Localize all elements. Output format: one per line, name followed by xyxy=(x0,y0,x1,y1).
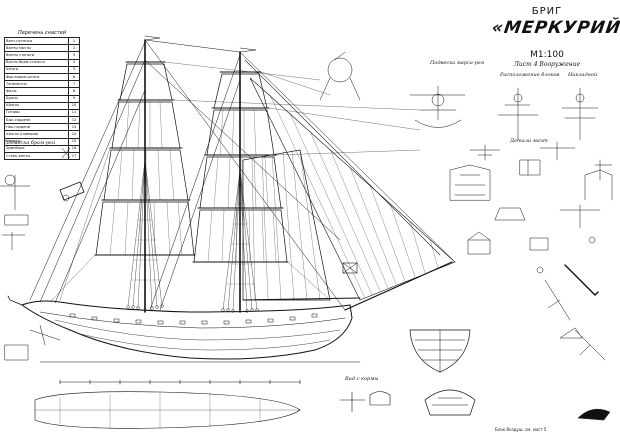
block-icon xyxy=(319,51,361,101)
legend-row-number: 11 xyxy=(68,108,80,118)
deadeye-icon xyxy=(126,304,259,313)
label-detail-section: Детали мачт xyxy=(510,138,548,144)
legend-row-number: 17 xyxy=(68,151,80,161)
legend-row-number: 15 xyxy=(68,137,80,146)
legend-row-number: 4 xyxy=(68,58,80,67)
legend-row-number: 7 xyxy=(68,80,80,89)
label-yard-detail: Подвеска марса-рея xyxy=(430,60,485,66)
legend-row-number: 9 xyxy=(68,94,80,103)
legend-row-text: Топенанты xyxy=(4,80,69,89)
legend-row-text: Шкоты кливеров xyxy=(4,130,69,139)
legend-title: Перечень снастей xyxy=(18,30,66,36)
label-right-top-b: Накладной xyxy=(568,72,598,78)
legend-row-text: Брасы xyxy=(4,94,69,103)
label-cannon-detail: Подвеска брам-рей xyxy=(4,140,56,146)
legend-row-number: 6 xyxy=(68,72,80,82)
legend-row-text: Бык-гордени xyxy=(4,116,69,125)
legend-row-number: 12 xyxy=(68,116,80,125)
legend-row-number: 16 xyxy=(68,144,80,154)
legend-row-text: Штаги xyxy=(4,65,69,74)
legend-row-number: 2 xyxy=(68,44,80,53)
legend-row-number: 1 xyxy=(68,36,80,46)
legend-row-text: Нок-гордени xyxy=(4,123,69,132)
ship-side-view xyxy=(7,35,456,363)
label-mid: Вид с кормы xyxy=(345,376,379,382)
legend-row-text: Фалы xyxy=(4,87,69,96)
legend-row-text: Эринбаки xyxy=(4,144,69,154)
legend-row-number: 14 xyxy=(68,130,80,139)
legend-row-number: 13 xyxy=(68,123,80,132)
legend-row-text: Фор-марса-штаги xyxy=(4,72,69,82)
ship-name: «МЕРКУРИЙ» xyxy=(490,18,620,38)
hull-plan-view xyxy=(34,379,391,429)
legend-row-text: Гитовы xyxy=(4,108,69,118)
hull-outline xyxy=(20,300,353,360)
legend-row-text: Вант-путенсы xyxy=(4,36,69,46)
legend-row-text: Шкоты xyxy=(4,101,69,110)
legend-row-text: Ванты стеньги xyxy=(4,51,69,60)
detail-drawings-right xyxy=(319,51,613,416)
cannon-icon xyxy=(59,181,85,202)
anchor-icon xyxy=(544,279,583,339)
ship-type: БРИГ xyxy=(531,6,563,17)
legend-row-number: 8 xyxy=(68,87,80,96)
detail-drawings-left xyxy=(0,147,85,361)
legend-row-text: Ванты брам-стеньги xyxy=(4,58,69,67)
sheet-info: Лист 4 Вооружение xyxy=(513,61,581,68)
bottom-note: Блок Воздуш. см. лист 5 xyxy=(495,427,547,432)
stamp-icon xyxy=(577,408,611,421)
legend-row-text: Стень-ванты xyxy=(4,151,69,161)
label-right-top-a: Расположение блоков xyxy=(500,72,560,78)
flag-icon xyxy=(342,262,358,274)
legend-row-number: 10 xyxy=(68,101,80,110)
scale-label: М1:100 xyxy=(530,50,564,60)
legend-row-text: Ванты мачты xyxy=(4,44,69,53)
legend-row-number: 5 xyxy=(68,65,80,74)
title-block: БРИГ «МЕРКУРИЙ» М1:100 Лист 4 Вооружение xyxy=(490,6,620,68)
legend-row-number: 3 xyxy=(68,51,80,60)
